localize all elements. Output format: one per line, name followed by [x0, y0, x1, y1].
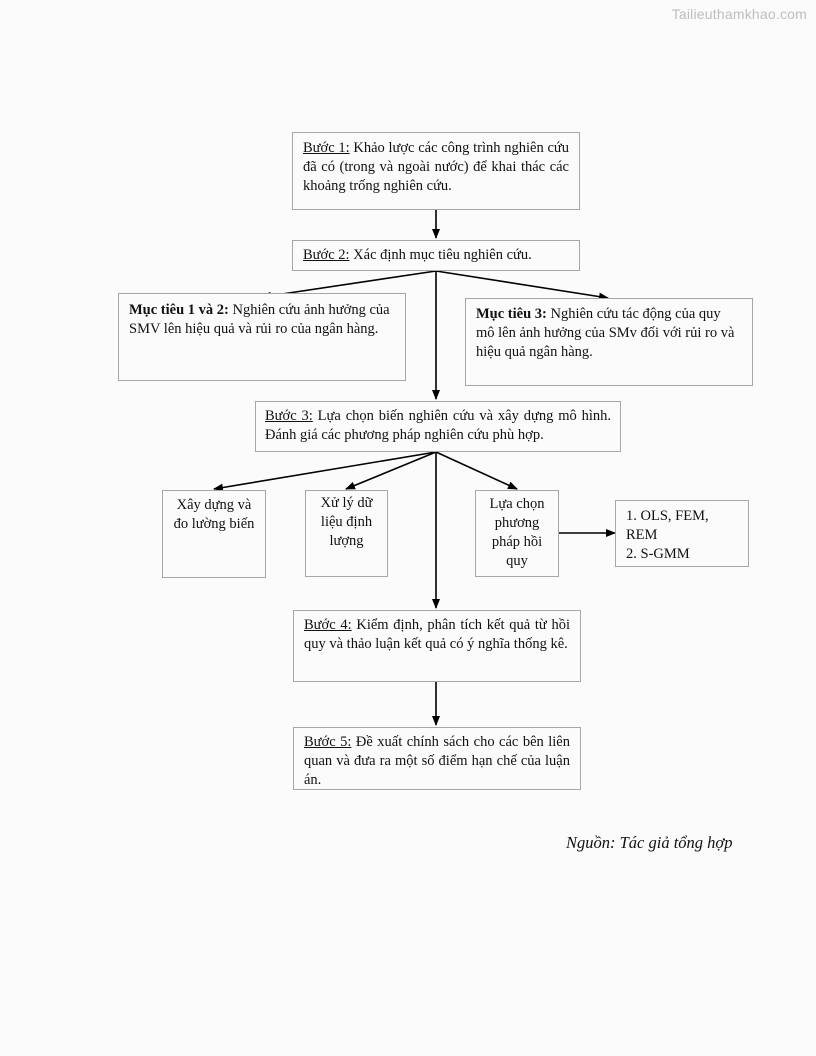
sub1-text: Xây dựng và đo lường biến: [173, 497, 255, 532]
method-2: 2. S-GMM: [626, 546, 690, 562]
methods-box: 1. OLS, FEM, REM 2. S-GMM: [615, 500, 749, 567]
goal3-text: Nghiên cứu tác động của quy mô lên ảnh h…: [476, 306, 735, 360]
arrow-step3-sub3: [435, 451, 518, 490]
step5-label: Bước 5:: [304, 734, 352, 750]
sub3-text: Lựa chọn phương pháp hồi quy: [489, 496, 545, 569]
arrow-step3-sub1: [213, 451, 437, 492]
sub3-box: Lựa chọn phương pháp hồi quy: [475, 490, 559, 577]
source-caption: Nguồn: Tác giả tổng hợp: [566, 833, 733, 852]
step3-box: Bước 3: Lựa chọn biến nghiên cứu và xây …: [255, 401, 621, 452]
goal3-box: Mục tiêu 3: Nghiên cứu tác động của quy …: [465, 298, 753, 386]
step4-label: Bước 4:: [304, 617, 352, 633]
arrow-step3-sub2: [345, 451, 437, 490]
goal12-box: Mục tiêu 1 và 2: Nghiên cứu ảnh hưởng củ…: [118, 293, 406, 381]
step2-text: Xác định mục tiêu nghiên cứu.: [353, 247, 532, 263]
watermark: Tailieuthamkhao.com: [671, 6, 807, 22]
arrow-step2-goal12: [261, 270, 437, 300]
sub2-text: Xử lý dữ liệu định lượng: [320, 495, 373, 549]
step5-box: Bước 5: Đề xuất chính sách cho các bên l…: [293, 727, 581, 790]
step1-box: Bước 1: Khảo lược các công trình nghiên …: [292, 132, 580, 210]
step3-text: Lựa chọn biến nghiên cứu và xây dựng mô …: [265, 408, 611, 443]
arrow-step2-goal3: [435, 270, 609, 301]
step1-label: Bước 1:: [303, 140, 350, 156]
step3-label: Bước 3:: [265, 408, 313, 424]
sub2-box: Xử lý dữ liệu định lượng: [305, 490, 388, 577]
step2-box: Bước 2: Xác định mục tiêu nghiên cứu.: [292, 240, 580, 271]
goal12-label: Mục tiêu 1 và 2:: [129, 302, 229, 318]
step4-box: Bước 4: Kiểm định, phân tích kết quả từ …: [293, 610, 581, 682]
step2-label: Bước 2:: [303, 247, 350, 263]
method-1: 1. OLS, FEM, REM: [626, 508, 709, 543]
sub1-box: Xây dựng và đo lường biến: [162, 490, 266, 578]
step5-text: Đề xuất chính sách cho các bên liên quan…: [304, 734, 570, 788]
step4-text: Kiểm định, phân tích kết quả từ hồi quy …: [304, 617, 570, 652]
goal12-text: Nghiên cứu ảnh hưởng của SMV lên hiệu qu…: [129, 302, 390, 337]
goal3-label: Mục tiêu 3:: [476, 306, 547, 322]
step1-text: Khảo lược các công trình nghiên cứu đã c…: [303, 140, 569, 194]
